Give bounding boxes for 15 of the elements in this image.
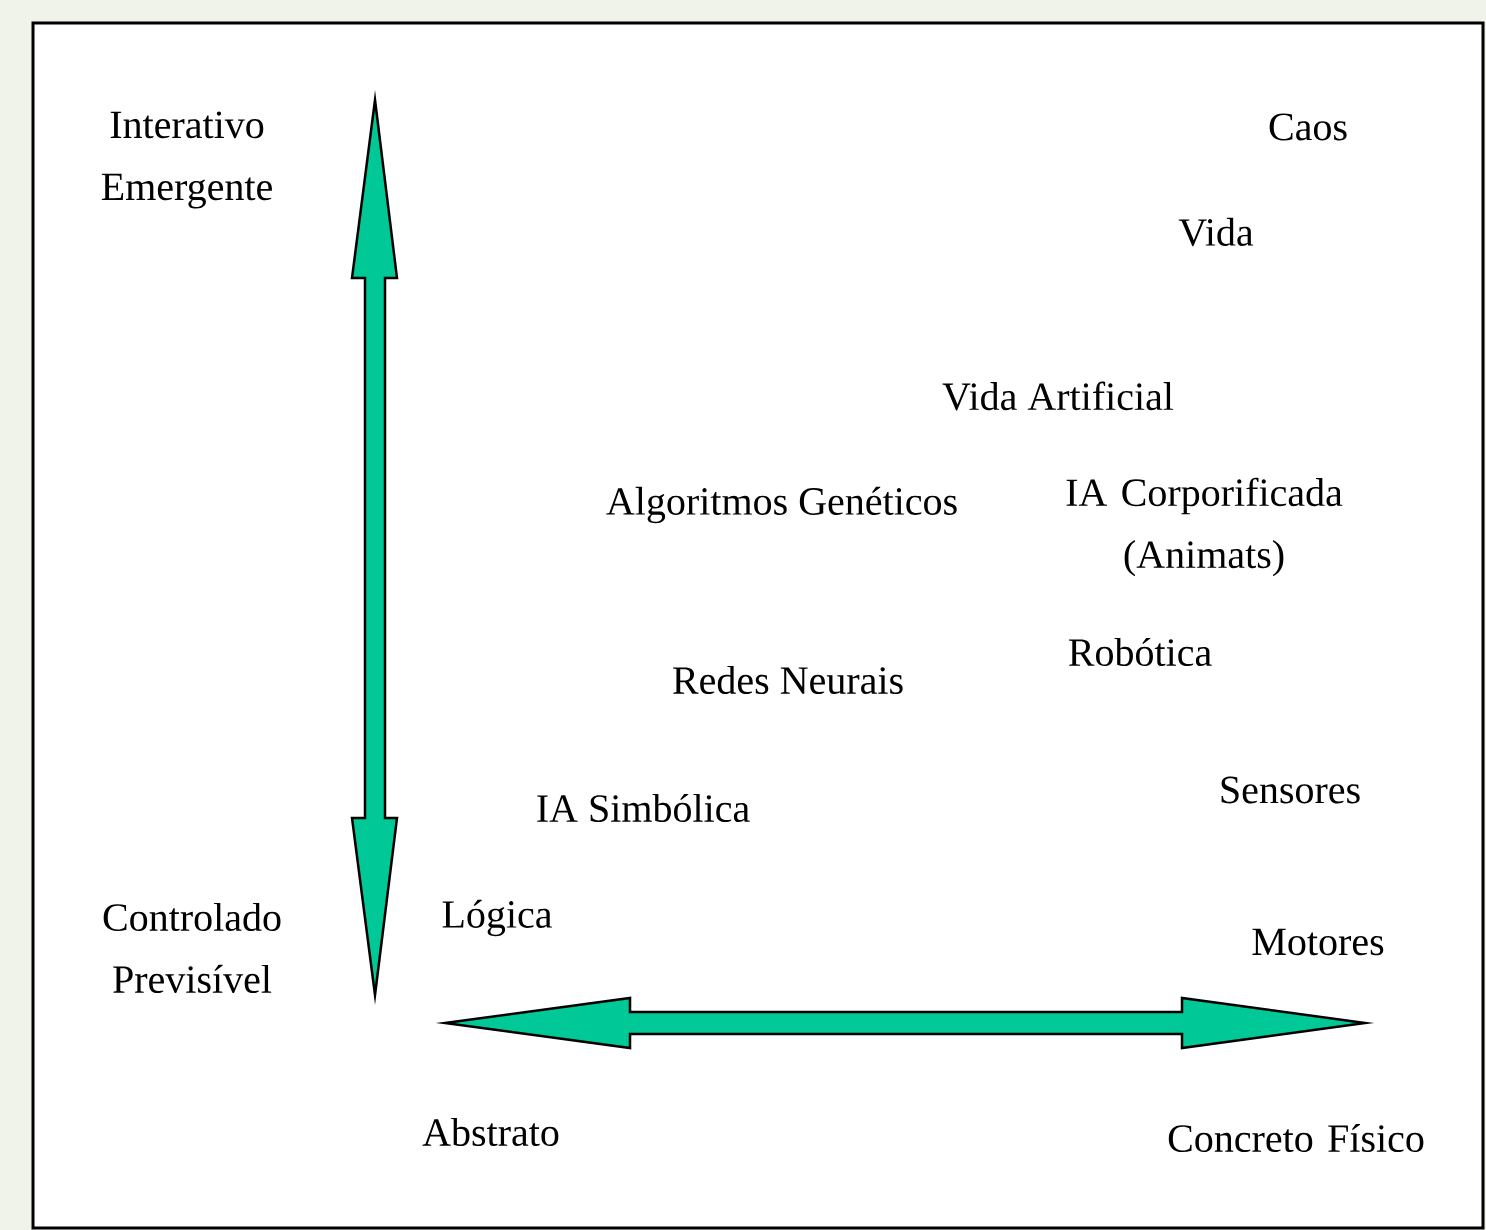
topic-label: Sensores <box>1221 776 1360 804</box>
axis-label: Interativo Emergente <box>101 111 272 209</box>
axis-label: Abstrato <box>422 1117 559 1147</box>
topic-label: Redes Neurais <box>673 665 903 695</box>
topic-label: Robótica <box>1068 637 1212 667</box>
topic-label: Caos <box>1269 113 1347 141</box>
topic-label: Vida Artificial <box>942 381 1174 411</box>
topic-label: Lógica <box>442 899 552 937</box>
axis-label: Concreto Físico <box>1168 1123 1424 1153</box>
topic-label: IA Simbólica <box>537 793 750 823</box>
topic-label: IA Corporificada (Animats) <box>1066 477 1343 577</box>
topic-label: Algoritmos Genéticos <box>606 486 957 524</box>
axis-label: Controlado Previsível <box>103 902 281 994</box>
topic-label: Vida <box>1178 217 1254 247</box>
topic-label: Motores <box>1252 928 1384 956</box>
